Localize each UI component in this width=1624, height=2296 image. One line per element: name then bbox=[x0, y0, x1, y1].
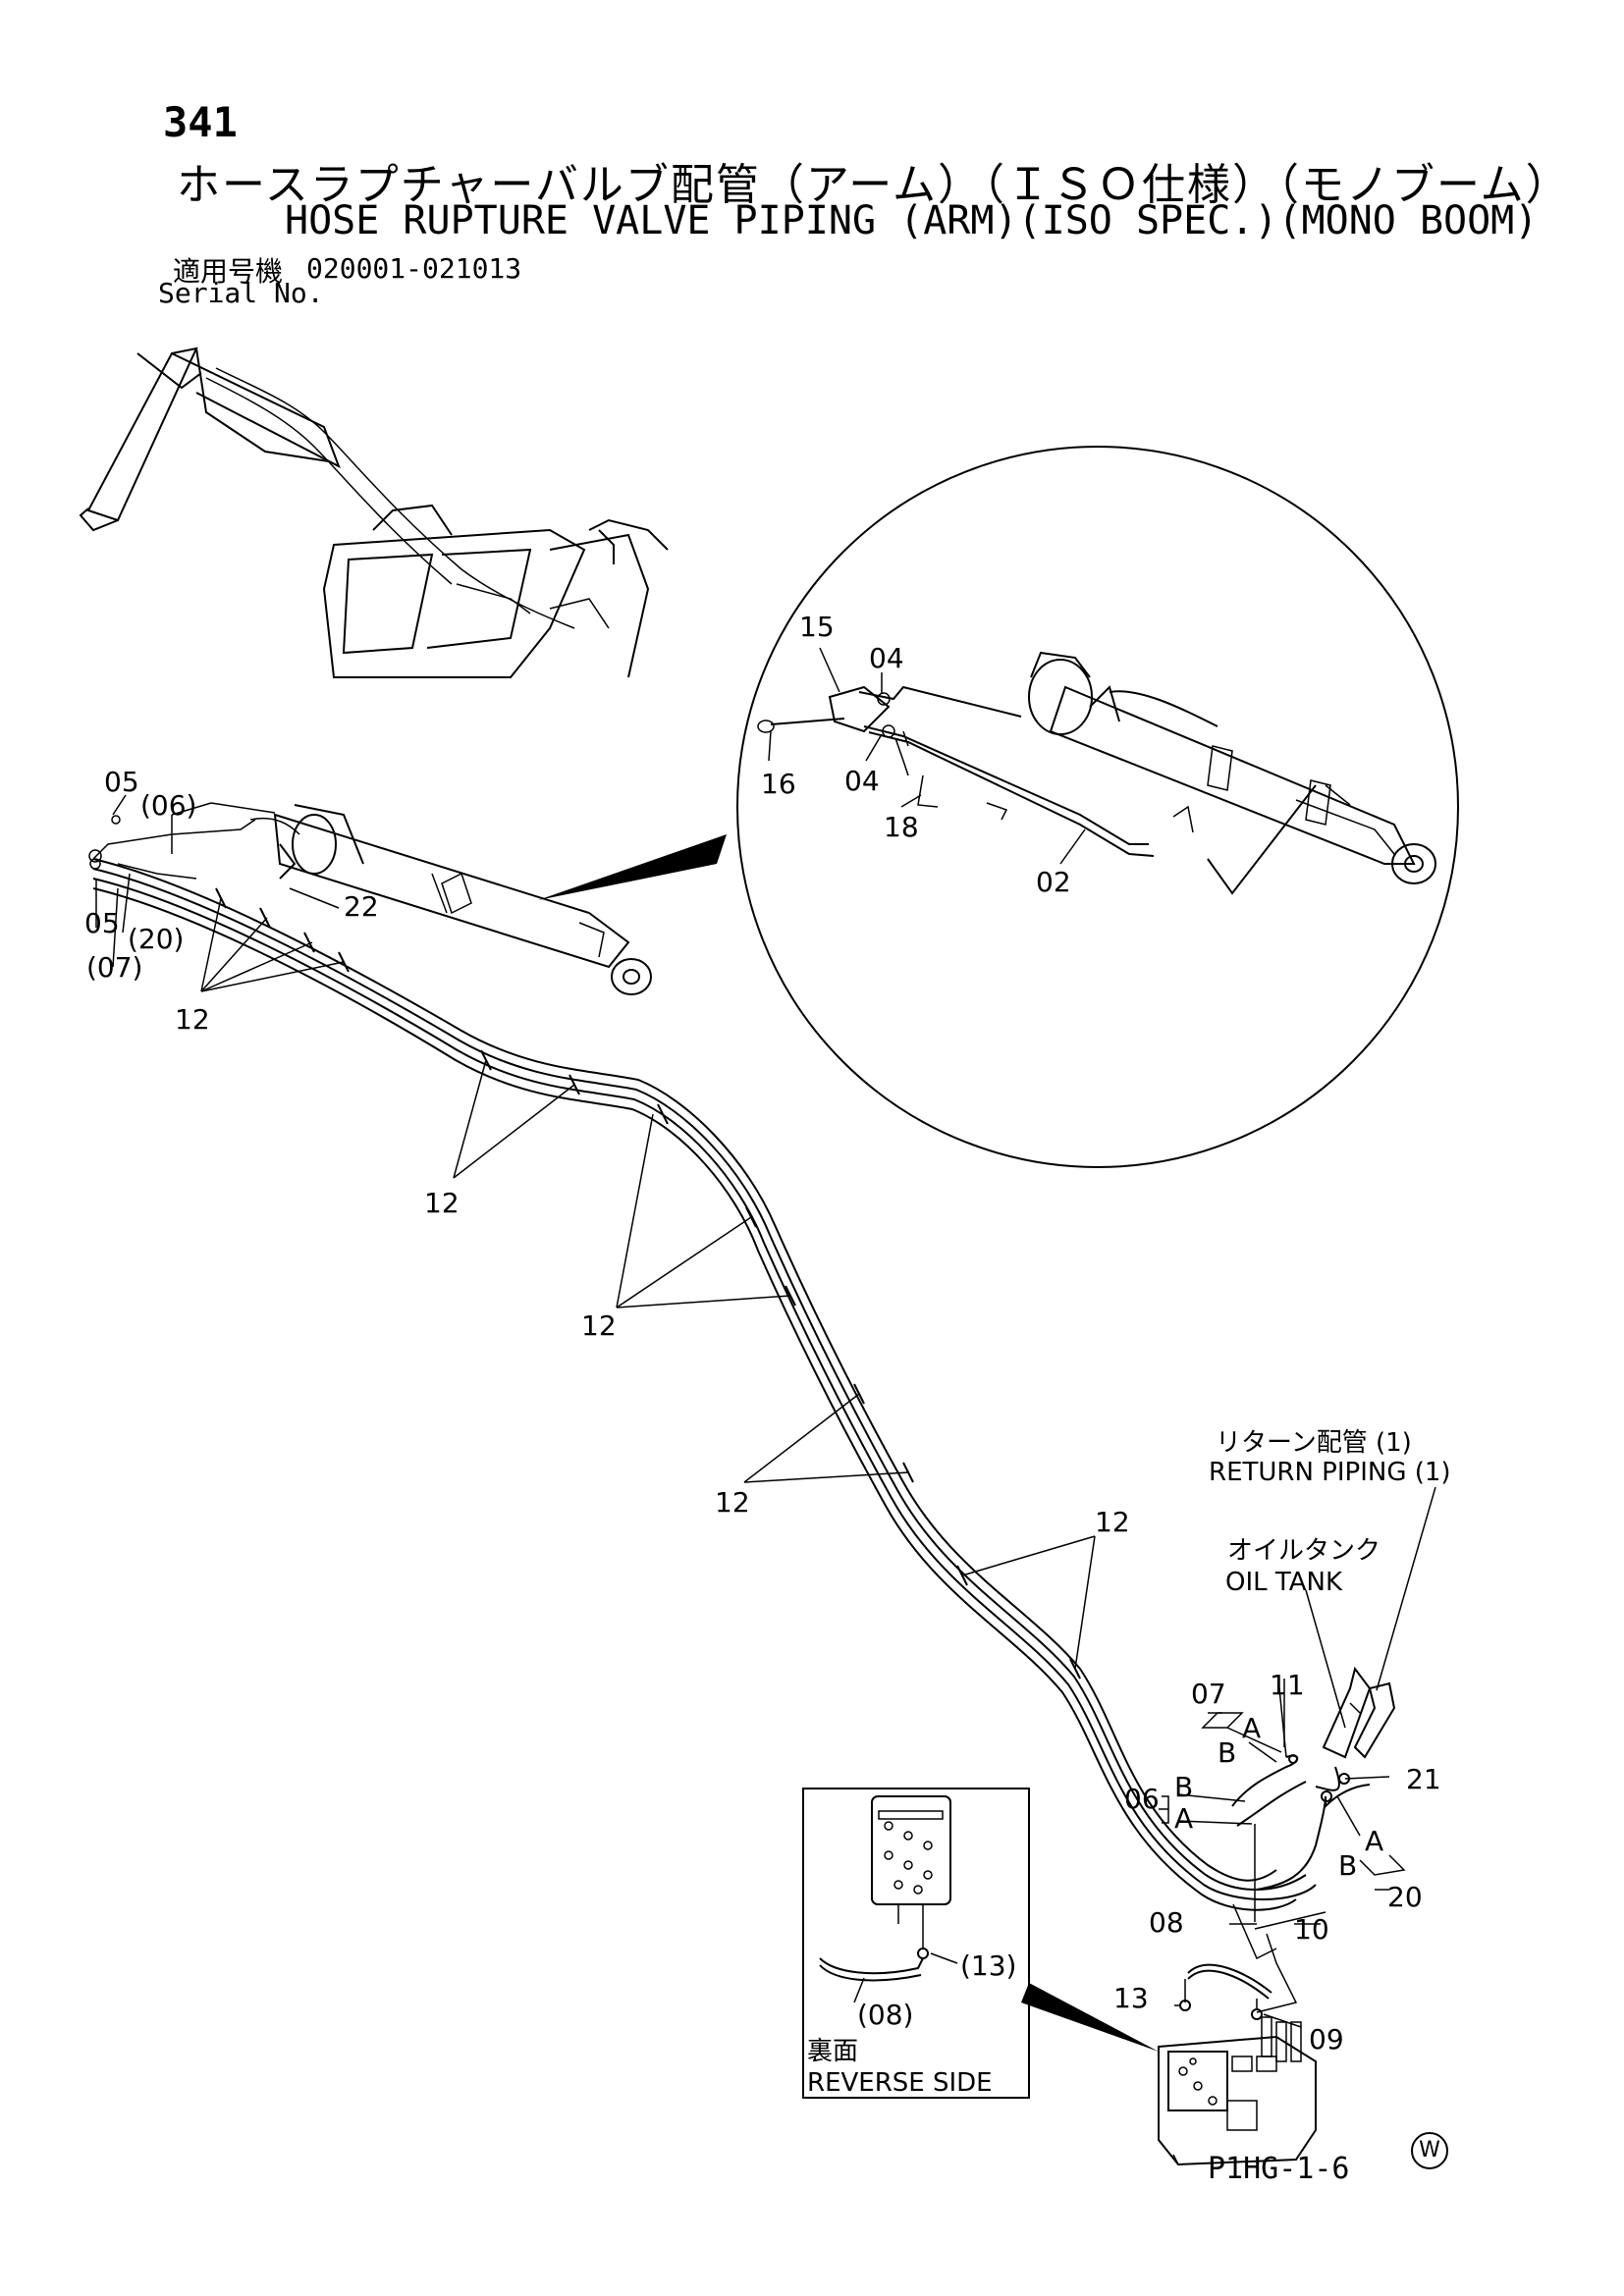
callout-22: 22 bbox=[344, 890, 379, 923]
callout-12e: 12 bbox=[1095, 1506, 1130, 1538]
callout-12d: 12 bbox=[715, 1486, 750, 1519]
callout-A1: A bbox=[1242, 1712, 1261, 1744]
serial-label-english: Serial No. bbox=[158, 277, 324, 309]
page-title-english: HOSE RUPTURE VALVE PIPING (ARM)(ISO SPEC… bbox=[285, 198, 1539, 243]
callout-A2: A bbox=[1174, 1802, 1193, 1835]
watermark-w-mark: W bbox=[1411, 2132, 1448, 2169]
reverse-side-pointer-wedge bbox=[1021, 1983, 1159, 2052]
callout-20p: (20) bbox=[128, 923, 184, 955]
callout-13: 13 bbox=[1113, 1982, 1149, 2014]
callout-05a: 05 bbox=[104, 766, 139, 798]
detail-cylinder-drawing bbox=[757, 651, 1436, 895]
callout-02: 02 bbox=[1036, 866, 1071, 898]
return-piping-jp: リターン配管 (1) bbox=[1216, 1428, 1412, 1458]
callout-04a: 04 bbox=[869, 642, 904, 674]
callout-04b: 04 bbox=[844, 765, 880, 797]
reverse-side-inset bbox=[802, 1788, 1030, 2099]
oil-tank-jp: オイルタンク bbox=[1227, 1536, 1380, 1566]
callout-12a: 12 bbox=[175, 1003, 210, 1036]
callout-B1: B bbox=[1218, 1736, 1236, 1769]
detail-circle bbox=[736, 446, 1459, 1168]
callouts: 05 (06) 05 (20) (07) 22 12 12 12 12 12 1… bbox=[84, 611, 1441, 2056]
callout-A3: A bbox=[1365, 1825, 1383, 1857]
bracket-marks bbox=[1159, 1712, 1389, 1925]
callout-06: 06 bbox=[1124, 1783, 1160, 1815]
callout-15: 15 bbox=[799, 611, 835, 643]
callout-20: 20 bbox=[1387, 1881, 1423, 1913]
callout-11: 11 bbox=[1270, 1669, 1305, 1701]
callout-16: 16 bbox=[761, 768, 796, 800]
callout-B3: B bbox=[1338, 1849, 1357, 1882]
footer-code: P1HG-1-6 bbox=[1208, 2152, 1350, 2186]
reverse-side-en: REVERSE SIDE bbox=[807, 2068, 993, 2098]
excavator-overview-drawing bbox=[79, 347, 669, 678]
callout-12c: 12 bbox=[581, 1309, 617, 1342]
return-piping-en: RETURN PIPING (1) bbox=[1209, 1458, 1451, 1487]
callout-B2: B bbox=[1174, 1771, 1193, 1803]
page-title-japanese: ホースラプチャーバルブ配管（アーム）（ＩＳＯ仕様）（モノブーム） bbox=[177, 160, 1571, 210]
serial-range: 020001-021013 bbox=[306, 252, 522, 285]
arm-cylinder-drawing bbox=[249, 804, 652, 995]
callout-21: 21 bbox=[1406, 1763, 1441, 1795]
reverse-side-jp: 裏面 bbox=[807, 2037, 858, 2066]
control-valve-drawing bbox=[1158, 2016, 1317, 2166]
callout-13p: (13) bbox=[960, 1949, 1016, 1982]
callout-07: 07 bbox=[1191, 1678, 1226, 1710]
callout-05b: 05 bbox=[84, 907, 120, 939]
callout-09: 09 bbox=[1309, 2023, 1344, 2056]
callout-12b: 12 bbox=[424, 1187, 460, 1219]
detail-leader-lines bbox=[768, 647, 1086, 865]
page-number: 341 bbox=[163, 98, 238, 146]
callout-10: 10 bbox=[1294, 1913, 1329, 1946]
serial-label-japanese: 適用号機 bbox=[173, 255, 284, 288]
callout-08p: (08) bbox=[857, 1999, 913, 2031]
notes: リターン配管 (1) RETURN PIPING (1) オイルタンク OIL … bbox=[807, 1428, 1451, 2098]
oil-tank-area bbox=[1174, 1486, 1436, 2028]
callout-07p: (07) bbox=[86, 951, 142, 984]
callout-08: 08 bbox=[1149, 1906, 1184, 1939]
detail-pointer-wedge bbox=[538, 834, 727, 900]
callout-18: 18 bbox=[884, 811, 919, 843]
callout-12-leaders bbox=[200, 897, 1096, 1670]
oil-tank-en: OIL TANK bbox=[1225, 1568, 1343, 1597]
callout-06p: (06) bbox=[140, 789, 196, 822]
hose-bundle bbox=[88, 815, 1317, 1911]
arm-end-leaders bbox=[95, 794, 340, 968]
